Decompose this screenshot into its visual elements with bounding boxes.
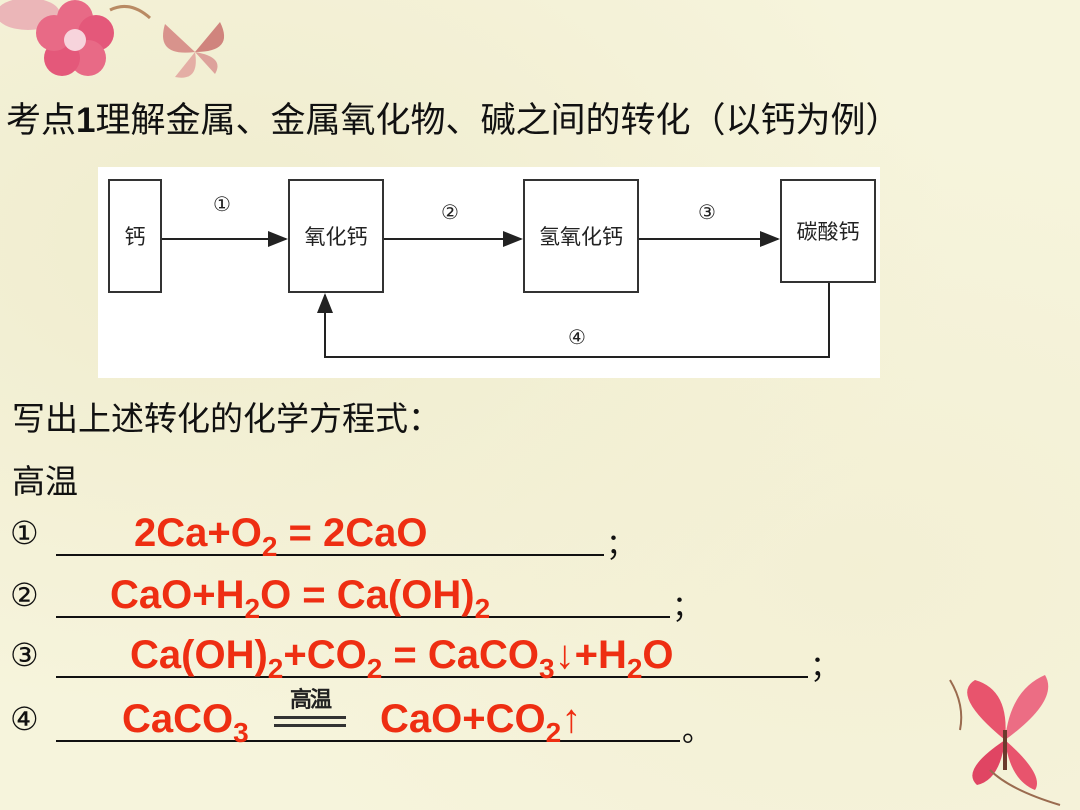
instruction-text: 写出上述转化的化学方程式： [12,399,441,438]
reaction-condition: 高温 [274,688,346,740]
equation-number: ④ [10,700,39,738]
equation-row-4: ④ CaCO3 高温 CaO+CO2↑ 。 [10,688,730,749]
conversion-diagram: 钙 氧化钙 氢氧化钙 碳酸钙 ① ② ③ ④ [98,167,880,378]
equation-row-1: ① 2Ca+O2 = 2CaO ； [10,510,650,563]
equation-number: ③ [10,636,39,674]
box-calcium: 钙 [108,179,162,293]
answer-blank [56,676,808,678]
step-2-label: ② [441,200,459,224]
equation-answer: 2Ca+O2 = 2CaO [134,511,428,562]
end-punctuation: ； [672,590,702,625]
end-punctuation: ； [606,528,636,563]
end-punctuation: ； [810,650,840,685]
equation-number: ① [10,514,39,552]
flower-decoration [0,0,225,78]
answer-blank [56,740,680,742]
equation-right-side: CaO+CO2↑ [380,697,582,748]
equation-row-3: ③ Ca(OH)2+CO2 = CaCO3↓+H2O ； [10,632,860,685]
page-title: 考点1理解金属、金属氧化物、碱之间的转化（以钙为例） [6,101,901,141]
equation-answer: CaO+H2O = Ca(OH)2 [110,573,491,624]
box-calcium-oxide: 氧化钙 [288,179,384,293]
equation-row-2: ② CaO+H2O = Ca(OH)2 ； [10,572,710,625]
equals-line-top [274,716,346,719]
box-calcium-carbonate: 碳酸钙 [780,179,876,283]
answer-blank [56,616,670,618]
end-punctuation: 。 [682,714,712,749]
equation-left-side: CaCO3 [122,697,249,748]
step-4-label: ④ [568,325,586,349]
condition-note: 高温 [12,462,78,501]
answer-blank [56,554,604,556]
equation-answer: Ca(OH)2+CO2 = CaCO3↓+H2O [130,633,674,684]
equation-number: ② [10,576,39,614]
step-3-label: ③ [698,200,716,224]
step-1-label: ① [213,192,231,216]
box-calcium-hydroxide: 氢氧化钙 [523,179,639,293]
diagram-arrows [160,231,830,358]
equals-line-bottom [274,724,346,727]
butterfly-decoration [949,675,1061,806]
